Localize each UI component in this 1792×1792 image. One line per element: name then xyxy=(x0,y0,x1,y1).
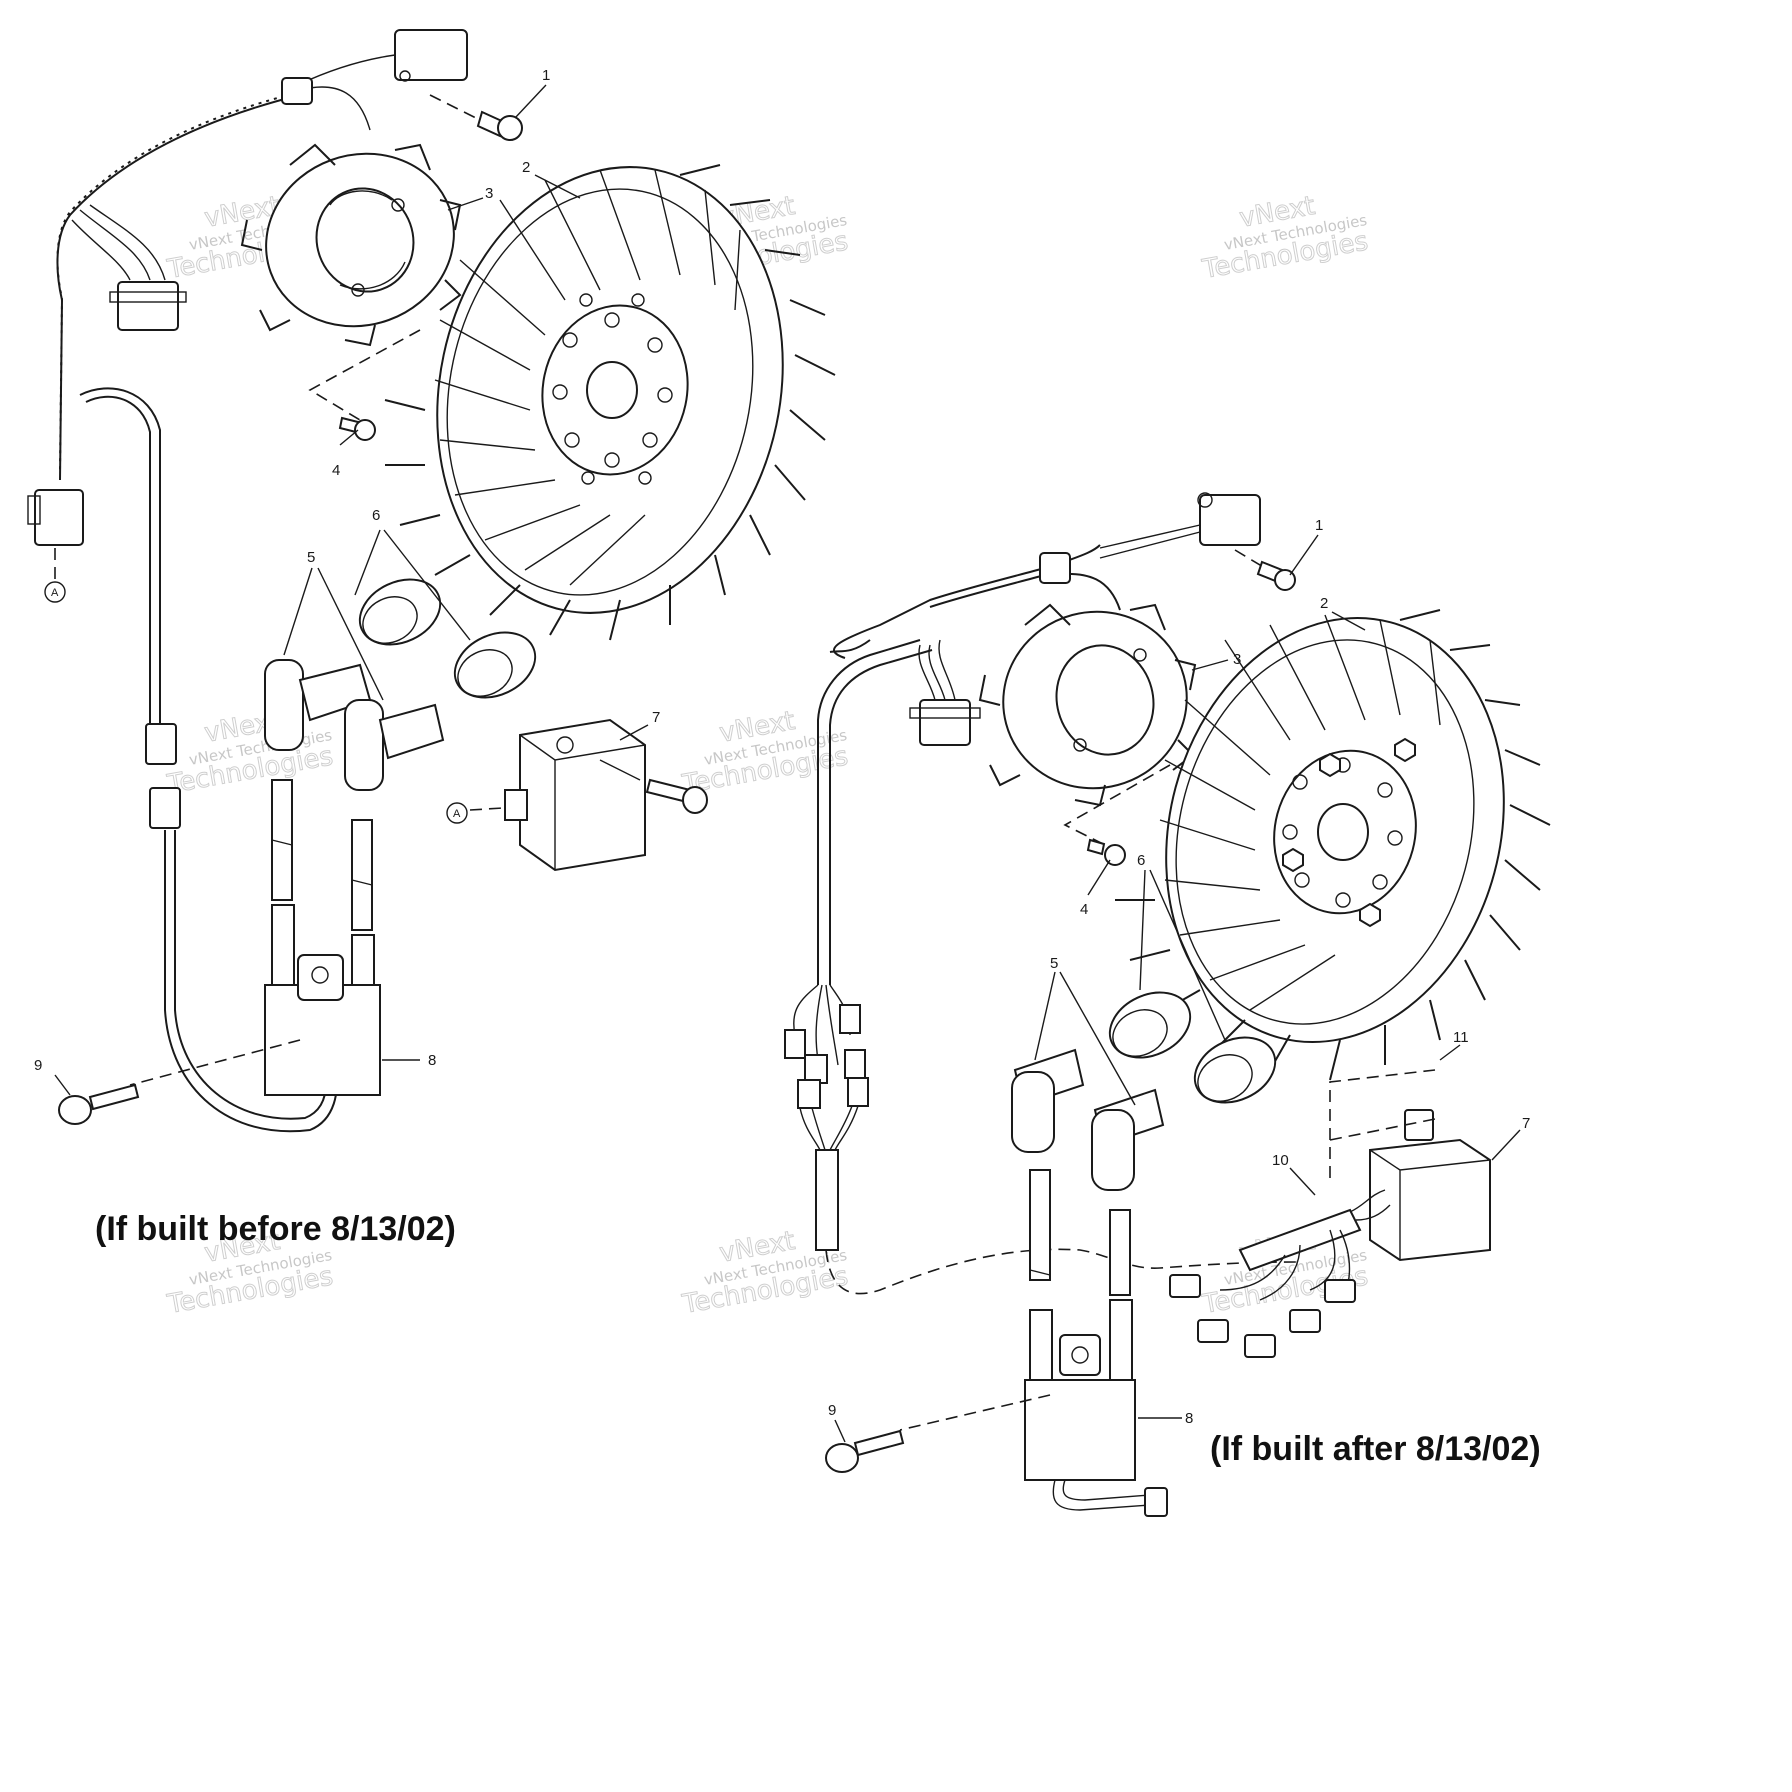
flywheel xyxy=(384,164,836,641)
screw-1-right xyxy=(1234,549,1296,591)
caption-after: (If built after 8/13/02) xyxy=(1210,1430,1541,1468)
callout-1-right: 1 xyxy=(1315,517,1323,534)
callout-6-right: 6 xyxy=(1137,852,1145,869)
callout-2: 2 xyxy=(522,159,530,176)
boot-caps xyxy=(358,578,537,699)
callout-5: 5 xyxy=(307,549,315,566)
ignition-leads-right xyxy=(1029,1169,1131,1296)
leader-lines-right xyxy=(834,534,1521,1443)
flywheel-right xyxy=(1115,609,1551,1081)
callout-10-right: 10 xyxy=(1272,1152,1289,1169)
spark-plug-boots-right xyxy=(1011,1048,1165,1191)
callout-4: 4 xyxy=(332,462,340,479)
callout-7: 7 xyxy=(652,709,660,726)
callout-2-right: 2 xyxy=(1320,595,1328,612)
screw-4 xyxy=(308,329,421,441)
wiring-harness: A xyxy=(27,29,468,1133)
callout-8-right: 8 xyxy=(1185,1410,1193,1427)
ignition-coil-right xyxy=(1024,1299,1168,1517)
callout-9: 9 xyxy=(34,1057,42,1074)
watermark: vNext vNext Technologies Technologies xyxy=(679,705,851,800)
screw-1 xyxy=(429,94,523,141)
stator-right xyxy=(978,603,1197,807)
callout-7-right: 7 xyxy=(1522,1115,1530,1132)
harness-connector-low xyxy=(34,489,84,546)
callout-11-right: 11 xyxy=(1453,1029,1469,1046)
cdi-module: A xyxy=(446,718,708,872)
leader-lines-left xyxy=(54,84,649,1096)
callouts-left: 1 2 3 4 5 6 7 8 9 xyxy=(34,67,660,1074)
spark-plug-boots xyxy=(264,659,445,791)
cdi-module-right xyxy=(1169,1069,1491,1358)
callout-3: 3 xyxy=(485,185,493,202)
callout-8: 8 xyxy=(428,1052,436,1069)
harness-connector-top-right xyxy=(1199,494,1261,546)
svg-text:A: A xyxy=(51,587,59,599)
svg-text:A: A xyxy=(453,808,461,820)
wiring-harness-right xyxy=(784,492,1301,1295)
bolt-9-right xyxy=(825,1394,1051,1473)
boot-caps-right xyxy=(1108,991,1277,1104)
adapter-harness xyxy=(1238,1208,1362,1272)
harness-connector-top xyxy=(394,29,468,81)
ignition-leads xyxy=(271,779,373,931)
callout-6: 6 xyxy=(372,507,380,524)
ref-mark-a xyxy=(44,581,66,603)
callout-9-right: 9 xyxy=(828,1402,836,1419)
callout-5-right: 5 xyxy=(1050,955,1058,972)
stator xyxy=(240,143,462,347)
harness-connector-mid xyxy=(117,281,179,331)
caption-before: (If built before 8/13/02) xyxy=(95,1210,456,1248)
assembly-after: 1 2 3 4 5 6 7 8 9 10 11 (If built after … xyxy=(784,492,1551,1517)
assembly-before: A xyxy=(27,29,836,1248)
callouts-right: 1 2 3 4 5 6 7 8 9 10 11 xyxy=(828,517,1530,1427)
bolt-9 xyxy=(58,1039,301,1125)
watermark: vNext vNext Technologies Technologies xyxy=(1199,190,1371,285)
callout-3-right: 3 xyxy=(1233,651,1241,668)
ignition-coil xyxy=(264,904,381,1096)
callout-1: 1 xyxy=(542,67,550,84)
callout-4-right: 4 xyxy=(1080,901,1088,918)
